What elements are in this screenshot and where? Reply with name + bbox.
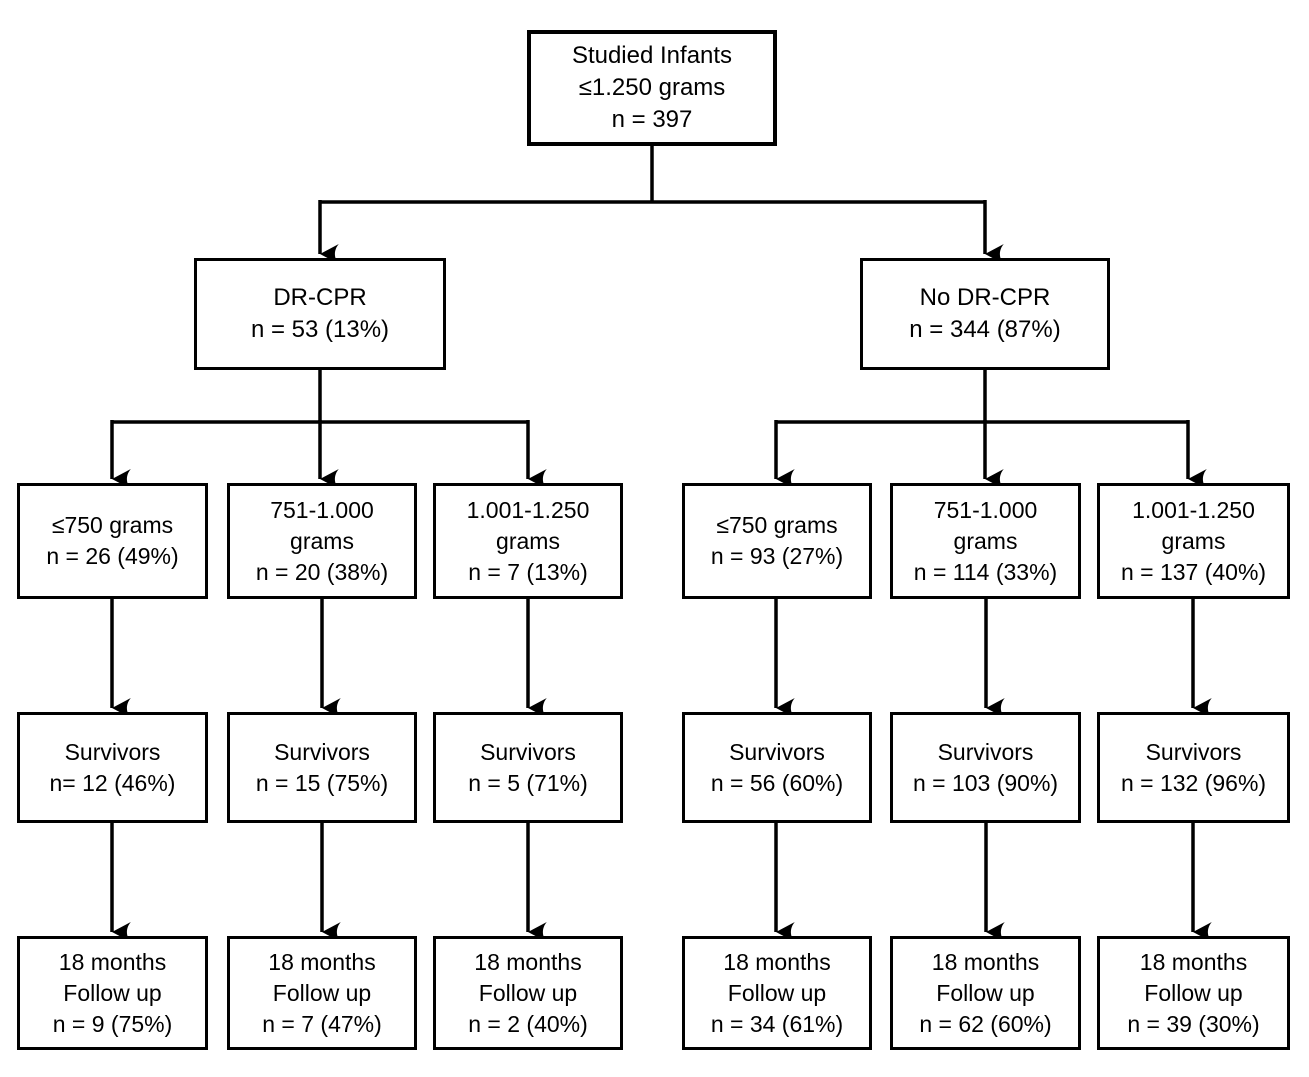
node-line: n = 137 (40%) — [1120, 558, 1267, 585]
node-line: n = 7 (47%) — [262, 1010, 382, 1037]
node-followup-5: 18 months Follow up n = 62 (60%) — [890, 936, 1081, 1050]
node-line: Survivors — [937, 738, 1034, 765]
node-line: Follow up — [936, 979, 1035, 1006]
node-line: 18 months — [474, 948, 582, 975]
node-line: 1.001-1.250 — [466, 496, 590, 523]
node-line: 18 months — [58, 948, 167, 975]
node-followup-4: 18 months Follow up n = 34 (61%) — [682, 936, 872, 1050]
node-line: No DR-CPR — [919, 284, 1051, 311]
node-line: ≤1.250 grams — [578, 74, 726, 101]
node-survivors-2: Survivors n = 15 (75%) — [227, 712, 417, 823]
node-line: grams — [496, 527, 560, 554]
node-line: n = 114 (33%) — [913, 558, 1058, 585]
node-line: DR-CPR — [273, 284, 367, 311]
node-line: Follow up — [478, 979, 578, 1006]
node-line: 18 months — [1139, 948, 1248, 975]
node-line: n = 93 (27%) — [710, 543, 844, 569]
node-line: grams — [1161, 527, 1226, 554]
node-no-dr-cpr: No DR-CPR n = 344 (87%) — [860, 258, 1110, 370]
node-line: n = 56 (60%) — [710, 769, 844, 796]
node-line: ≤750 grams — [716, 512, 838, 538]
node-line: n = 62 (60%) — [919, 1010, 1052, 1037]
node-weight-1001-1250-drcpr: 1.001-1.250 grams n = 7 (13%) — [433, 483, 623, 599]
node-survivors-1: Survivors n= 12 (46%) — [17, 712, 208, 823]
node-line: Follow up — [1144, 979, 1243, 1006]
node-weight-le750-drcpr: ≤750 grams n = 26 (49%) — [17, 483, 208, 599]
node-line: Survivors — [64, 738, 161, 765]
node-survivors-4: Survivors n = 56 (60%) — [682, 712, 872, 823]
node-followup-1: 18 months Follow up n = 9 (75%) — [17, 936, 208, 1050]
node-line: 1.001-1.250 — [1132, 496, 1255, 523]
node-line: n = 26 (49%) — [46, 543, 179, 569]
node-line: 18 months — [931, 948, 1040, 975]
node-line: n= 12 (46%) — [49, 769, 176, 796]
node-followup-6: 18 months Follow up n = 39 (30%) — [1097, 936, 1290, 1050]
node-survivors-3: Survivors n = 5 (71%) — [433, 712, 623, 823]
node-weight-751-1000-nodrcpr: 751-1.000 grams n = 114 (33%) — [890, 483, 1081, 599]
node-line: 751-1.000 — [270, 496, 374, 523]
node-line: n = 9 (75%) — [52, 1010, 173, 1037]
node-line: Survivors — [729, 738, 825, 765]
node-survivors-6: Survivors n = 132 (96%) — [1097, 712, 1290, 823]
node-line: n = 5 (71%) — [468, 769, 588, 796]
node-weight-1001-1250-nodrcpr: 1.001-1.250 grams n = 137 (40%) — [1097, 483, 1290, 599]
node-line: n = 132 (96%) — [1120, 769, 1267, 796]
node-line: n = 20 (38%) — [255, 558, 389, 585]
node-line: n = 34 (61%) — [710, 1010, 844, 1037]
node-followup-3: 18 months Follow up n = 2 (40%) — [433, 936, 623, 1050]
node-line: Follow up — [272, 979, 372, 1006]
node-line: n = 397 — [611, 106, 693, 133]
node-line: 18 months — [723, 948, 831, 975]
node-line: Follow up — [63, 979, 162, 1006]
node-line: grams — [953, 527, 1018, 554]
node-line: n = 39 (30%) — [1127, 1010, 1260, 1037]
node-line: n = 15 (75%) — [255, 769, 389, 796]
node-line: grams — [290, 527, 354, 554]
node-weight-751-1000-drcpr: 751-1.000 grams n = 20 (38%) — [227, 483, 417, 599]
node-line: n = 2 (40%) — [468, 1010, 588, 1037]
node-line: 751-1.000 — [933, 496, 1038, 523]
node-line: n = 53 (13%) — [250, 316, 390, 343]
node-line: Follow up — [727, 979, 827, 1006]
node-line: 18 months — [268, 948, 376, 975]
node-followup-2: 18 months Follow up n = 7 (47%) — [227, 936, 417, 1050]
node-line: n = 103 (90%) — [912, 769, 1059, 796]
node-dr-cpr: DR-CPR n = 53 (13%) — [194, 258, 446, 370]
node-line: Survivors — [480, 738, 576, 765]
node-line: n = 344 (87%) — [909, 316, 1061, 343]
node-studied-infants: Studied Infants ≤1.250 grams n = 397 — [527, 30, 777, 146]
node-survivors-5: Survivors n = 103 (90%) — [890, 712, 1081, 823]
node-line: Survivors — [1145, 738, 1242, 765]
node-line: Studied Infants — [571, 42, 733, 69]
node-line: Survivors — [274, 738, 370, 765]
node-line: ≤750 grams — [51, 512, 174, 538]
node-line: n = 7 (13%) — [468, 558, 588, 585]
node-weight-le750-nodrcpr: ≤750 grams n = 93 (27%) — [682, 483, 872, 599]
